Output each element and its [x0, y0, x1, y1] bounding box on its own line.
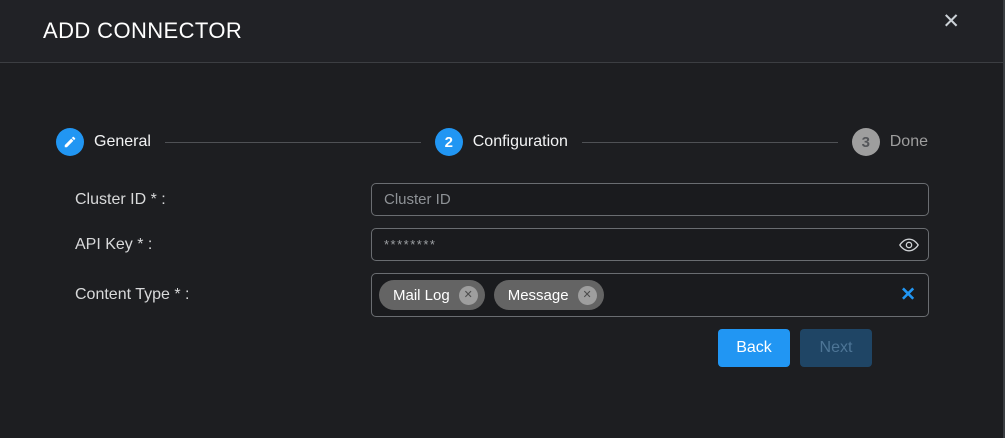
tag-mail-log: Mail Log ✕ — [379, 280, 485, 310]
dialog-header: ADD CONNECTOR ✕ — [0, 0, 1003, 63]
step-general-label: General — [94, 133, 151, 150]
tag-label: Mail Log — [393, 286, 450, 304]
api-key-input[interactable] — [371, 228, 929, 261]
api-key-field-wrap — [371, 228, 929, 261]
step-general[interactable]: General — [56, 128, 151, 156]
add-connector-dialog: ADD CONNECTOR ✕ General 2 Configuration … — [0, 0, 1003, 367]
content-type-field-wrap: Mail Log ✕ Message ✕ ✕ — [371, 273, 929, 317]
eye-icon[interactable] — [899, 237, 919, 253]
api-key-row: API Key * : — [75, 228, 929, 261]
tag-remove-icon[interactable]: ✕ — [458, 285, 478, 305]
step-done: 3 Done — [851, 128, 928, 156]
back-button[interactable]: Back — [718, 329, 790, 367]
step-connector — [164, 141, 421, 143]
tag-label: Message — [507, 286, 569, 304]
wizard-stepper: General 2 Configuration 3 Done — [56, 128, 928, 156]
step-configuration-label: Configuration — [472, 133, 568, 150]
content-type-row: Content Type * : Mail Log ✕ Message ✕ ✕ — [75, 273, 929, 317]
content-type-label: Content Type * : — [75, 286, 190, 303]
cluster-id-row: Cluster ID * : — [75, 183, 929, 216]
step-configuration-indicator: 2 — [434, 128, 463, 156]
cluster-id-label: Cluster ID * : — [75, 190, 166, 208]
step-connector — [581, 141, 838, 143]
connector-form: Cluster ID * : API Key * : Content Type … — [75, 183, 929, 367]
api-key-label: API Key * : — [75, 235, 153, 253]
step-done-indicator: 3 — [851, 128, 880, 156]
cluster-id-input[interactable] — [371, 183, 929, 216]
tag-message: Message ✕ — [493, 280, 604, 310]
clear-all-icon[interactable]: ✕ — [900, 284, 916, 306]
dialog-actions: Back Next — [75, 329, 872, 367]
next-button[interactable]: Next — [800, 329, 872, 367]
pencil-icon — [63, 135, 77, 149]
close-icon[interactable]: ✕ — [942, 10, 960, 33]
step-configuration[interactable]: 2 Configuration — [434, 128, 568, 156]
cluster-id-field-wrap — [371, 183, 929, 216]
step-done-label: Done — [889, 133, 928, 150]
tag-remove-icon[interactable]: ✕ — [577, 285, 597, 305]
dialog-title: ADD CONNECTOR — [43, 18, 243, 43]
content-type-multiselect[interactable]: Mail Log ✕ Message ✕ ✕ — [371, 273, 929, 317]
step-general-indicator — [56, 128, 84, 156]
